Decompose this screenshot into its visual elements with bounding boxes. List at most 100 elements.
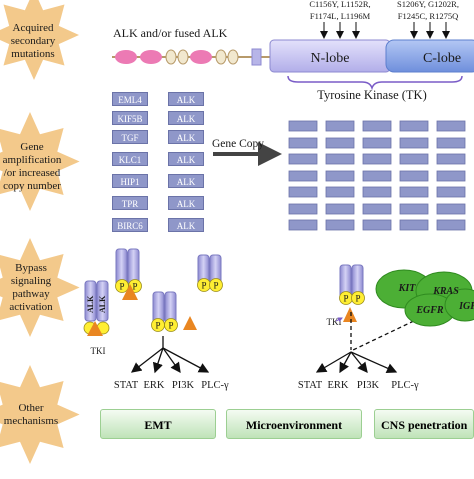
gene-copy-block [362,203,392,215]
gene-copy-block [362,120,392,132]
mutations-n-line1: C1156Y, L1152R, [309,0,370,9]
label-amplification-line4: copy number [3,180,61,192]
tki-arrow [335,317,343,323]
gene-copy-block [325,186,355,198]
alk-domain-pink-3 [190,50,212,64]
gene-copy-block [399,219,429,231]
label-gene-amplification: Gene amplification /or increased copy nu… [0,141,64,193]
gene-copy-block [325,219,355,231]
fusion-partner-eml4: EML4 [112,92,148,106]
label-amplification-line2: amplification [2,154,62,166]
phospho-label: P [119,282,124,292]
mutations-n-line2: F1174L, L1196M [310,11,371,21]
alk-gene-7: ALK [168,218,204,232]
arrow-plc-right [350,351,398,374]
alk-gene-5: ALK [168,174,204,188]
mutations-c-line1: S1206Y, G1202R, [397,0,459,9]
label-bypass-line1: Bypass [15,262,47,274]
gene-copy-block [399,186,429,198]
alk-domain-pink-2 [140,50,162,64]
alk-gene-1: ALK [168,92,204,106]
gene-copy-block [399,170,429,182]
gene-copy-block [325,153,355,165]
label-acquired-mutations: Acquired secondary mutations [0,22,66,61]
pathway-label-2: PI3K [172,380,195,391]
tk-brace [287,75,463,91]
gene-copy-block [436,153,466,165]
alk-gene-3: ALK [168,130,204,144]
arrow-plc-left [162,347,210,373]
arrow-pi3k-left [162,347,181,374]
gene-copy-block [436,186,466,198]
fusion-partner-birc6: BIRC6 [112,218,148,232]
label-other-line1: Other [18,402,44,414]
gene-copy-block [362,186,392,198]
pathway-label-0: STAT [114,380,139,391]
label-other-mechanisms: Other mechanisms [0,402,62,428]
mutations-c-line2: F1245C, R1275Q [398,11,458,21]
gene-copy-block [362,153,392,165]
receptor-alk-label-b: ALK [98,295,107,313]
label-bypass-line3: pathway [12,288,50,300]
gene-copy-block [436,137,466,149]
oncogene-kit: KIT [398,283,417,294]
gene-copy-label: Gene Copy [212,138,264,150]
gene-copy-block [288,203,318,215]
gene-copy-block [288,137,318,149]
alk-domain-cream-3 [215,49,227,65]
gene-copy-block [436,170,466,182]
tk-label: Tyrosine Kinase (TK) [317,88,427,102]
phospho-circle [209,278,223,292]
gene-copy-block [399,137,429,149]
tki-triangle-2 [87,321,103,336]
alk-domain-cream-4 [227,49,239,65]
gene-copy-block [325,137,355,149]
label-amplification-line1: Gene [20,141,44,153]
mechanism-microenvironment: Microenvironment [226,409,362,439]
tki-triangle-4 [343,307,357,322]
gene-copy-block [436,203,466,215]
oncogene-egfr: EGFR [415,305,444,316]
alk-domain-cream-2 [177,49,189,65]
gene-copy-block [288,219,318,231]
phospho-label: P [201,281,206,291]
gene-copy-block [436,219,466,231]
alk-gene-4: ALK [168,152,204,166]
phospho-label: P [132,282,137,292]
star-other [0,365,80,464]
alk-domain-pink-1 [115,50,137,64]
pathway-label-1: ERK [328,380,349,391]
alk-gene-6: ALK [168,196,204,210]
pathway-label-0: STAT [298,380,323,391]
gene-copy-block [288,153,318,165]
tki-triangle-3 [183,316,197,330]
gene-copy-block [362,137,392,149]
oncogene-igf: IGF [458,301,474,312]
fusion-partner-klc1: KLC1 [112,152,148,166]
tki-label-1: TKI [91,346,106,356]
receptor-alk-label-a: ALK [86,295,95,313]
oncogene-kras: KRAS [432,286,459,297]
phospho-label: P [155,321,160,331]
phospho-circle [164,318,178,332]
arrow-stat-right [315,351,352,373]
label-bypass-line2: signaling [10,275,52,287]
label-other-line2: mechanisms [3,415,59,427]
alk-receptor-left-a [84,280,97,322]
alk-receptor-left-b [96,280,109,322]
label-bypass-signaling: Bypass signaling pathway activation [0,262,62,314]
gene-copy-block [325,203,355,215]
pathway-label-3: PLC-γ [391,380,419,391]
arrow-erk-left [152,347,164,374]
arrow-pi3k-right [350,351,368,374]
pathway-label-2: PI3K [357,380,380,391]
fusion-partner-tgf: TGF [112,130,148,144]
label-acquired-line2: secondary [10,35,56,47]
gene-copy-grid [288,120,466,231]
gene-copy-block [325,170,355,182]
gene-copy-block [399,203,429,215]
bypass-dashed-line [352,317,421,351]
gene-copy-block [288,170,318,182]
